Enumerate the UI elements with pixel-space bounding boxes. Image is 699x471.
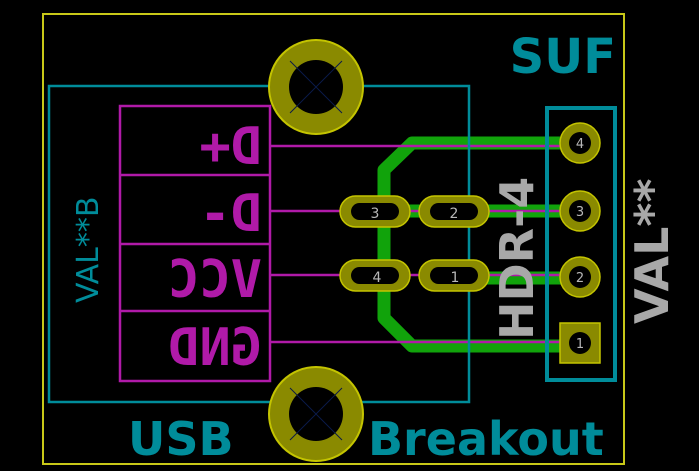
middle-pads: 3 2 4 1 [339,195,490,292]
middle-pad: 3 [339,195,411,228]
header-pad-number: 1 [576,337,584,352]
usb-silkscreen-outline [47,84,471,404]
header-pad-number: 2 [576,271,584,286]
mounting-hole-top [268,39,364,135]
header-silkscreen-outline [545,106,617,382]
corner-label-suf: SUF [510,29,616,85]
usb-pin-labels: D+ D- VCC GND [168,117,262,378]
bottom-label-usb: USB [128,412,234,466]
header-pad: 4 [559,122,601,164]
middle-pad: 1 [418,259,490,292]
mounting-hole-bottom [268,366,364,462]
middle-pad: 2 [418,195,490,228]
header-pad: 3 [559,190,601,232]
middle-pad-number: 4 [373,270,382,286]
copper-traces [368,136,587,353]
middle-pad-number: 3 [371,206,380,222]
usb-pin-label-dminus: D- [199,184,262,244]
header-pads: 4 3 2 1 [559,122,601,364]
header-reference-label: HDR-4 [490,177,544,340]
usb-pin-label-vcc: VCC [168,250,262,310]
header-pad: 2 [559,256,601,298]
middle-pad-number: 1 [451,270,460,286]
trace-top [377,136,587,353]
middle-pad-number: 2 [450,206,459,222]
header-pad-number: 4 [576,137,584,152]
header-value-label: VAL** [625,178,679,324]
usb-pin-label-gnd: GND [168,318,262,378]
middle-pad: 4 [339,259,411,292]
usb-value-label: VAL**B [71,197,106,303]
bottom-label-breakout: Breakout [368,412,604,466]
header-pad-number: 3 [576,205,584,220]
header-pad: 1 [559,322,601,364]
board-outline [42,13,625,465]
usb-pin-label-dplus: D+ [199,117,262,177]
